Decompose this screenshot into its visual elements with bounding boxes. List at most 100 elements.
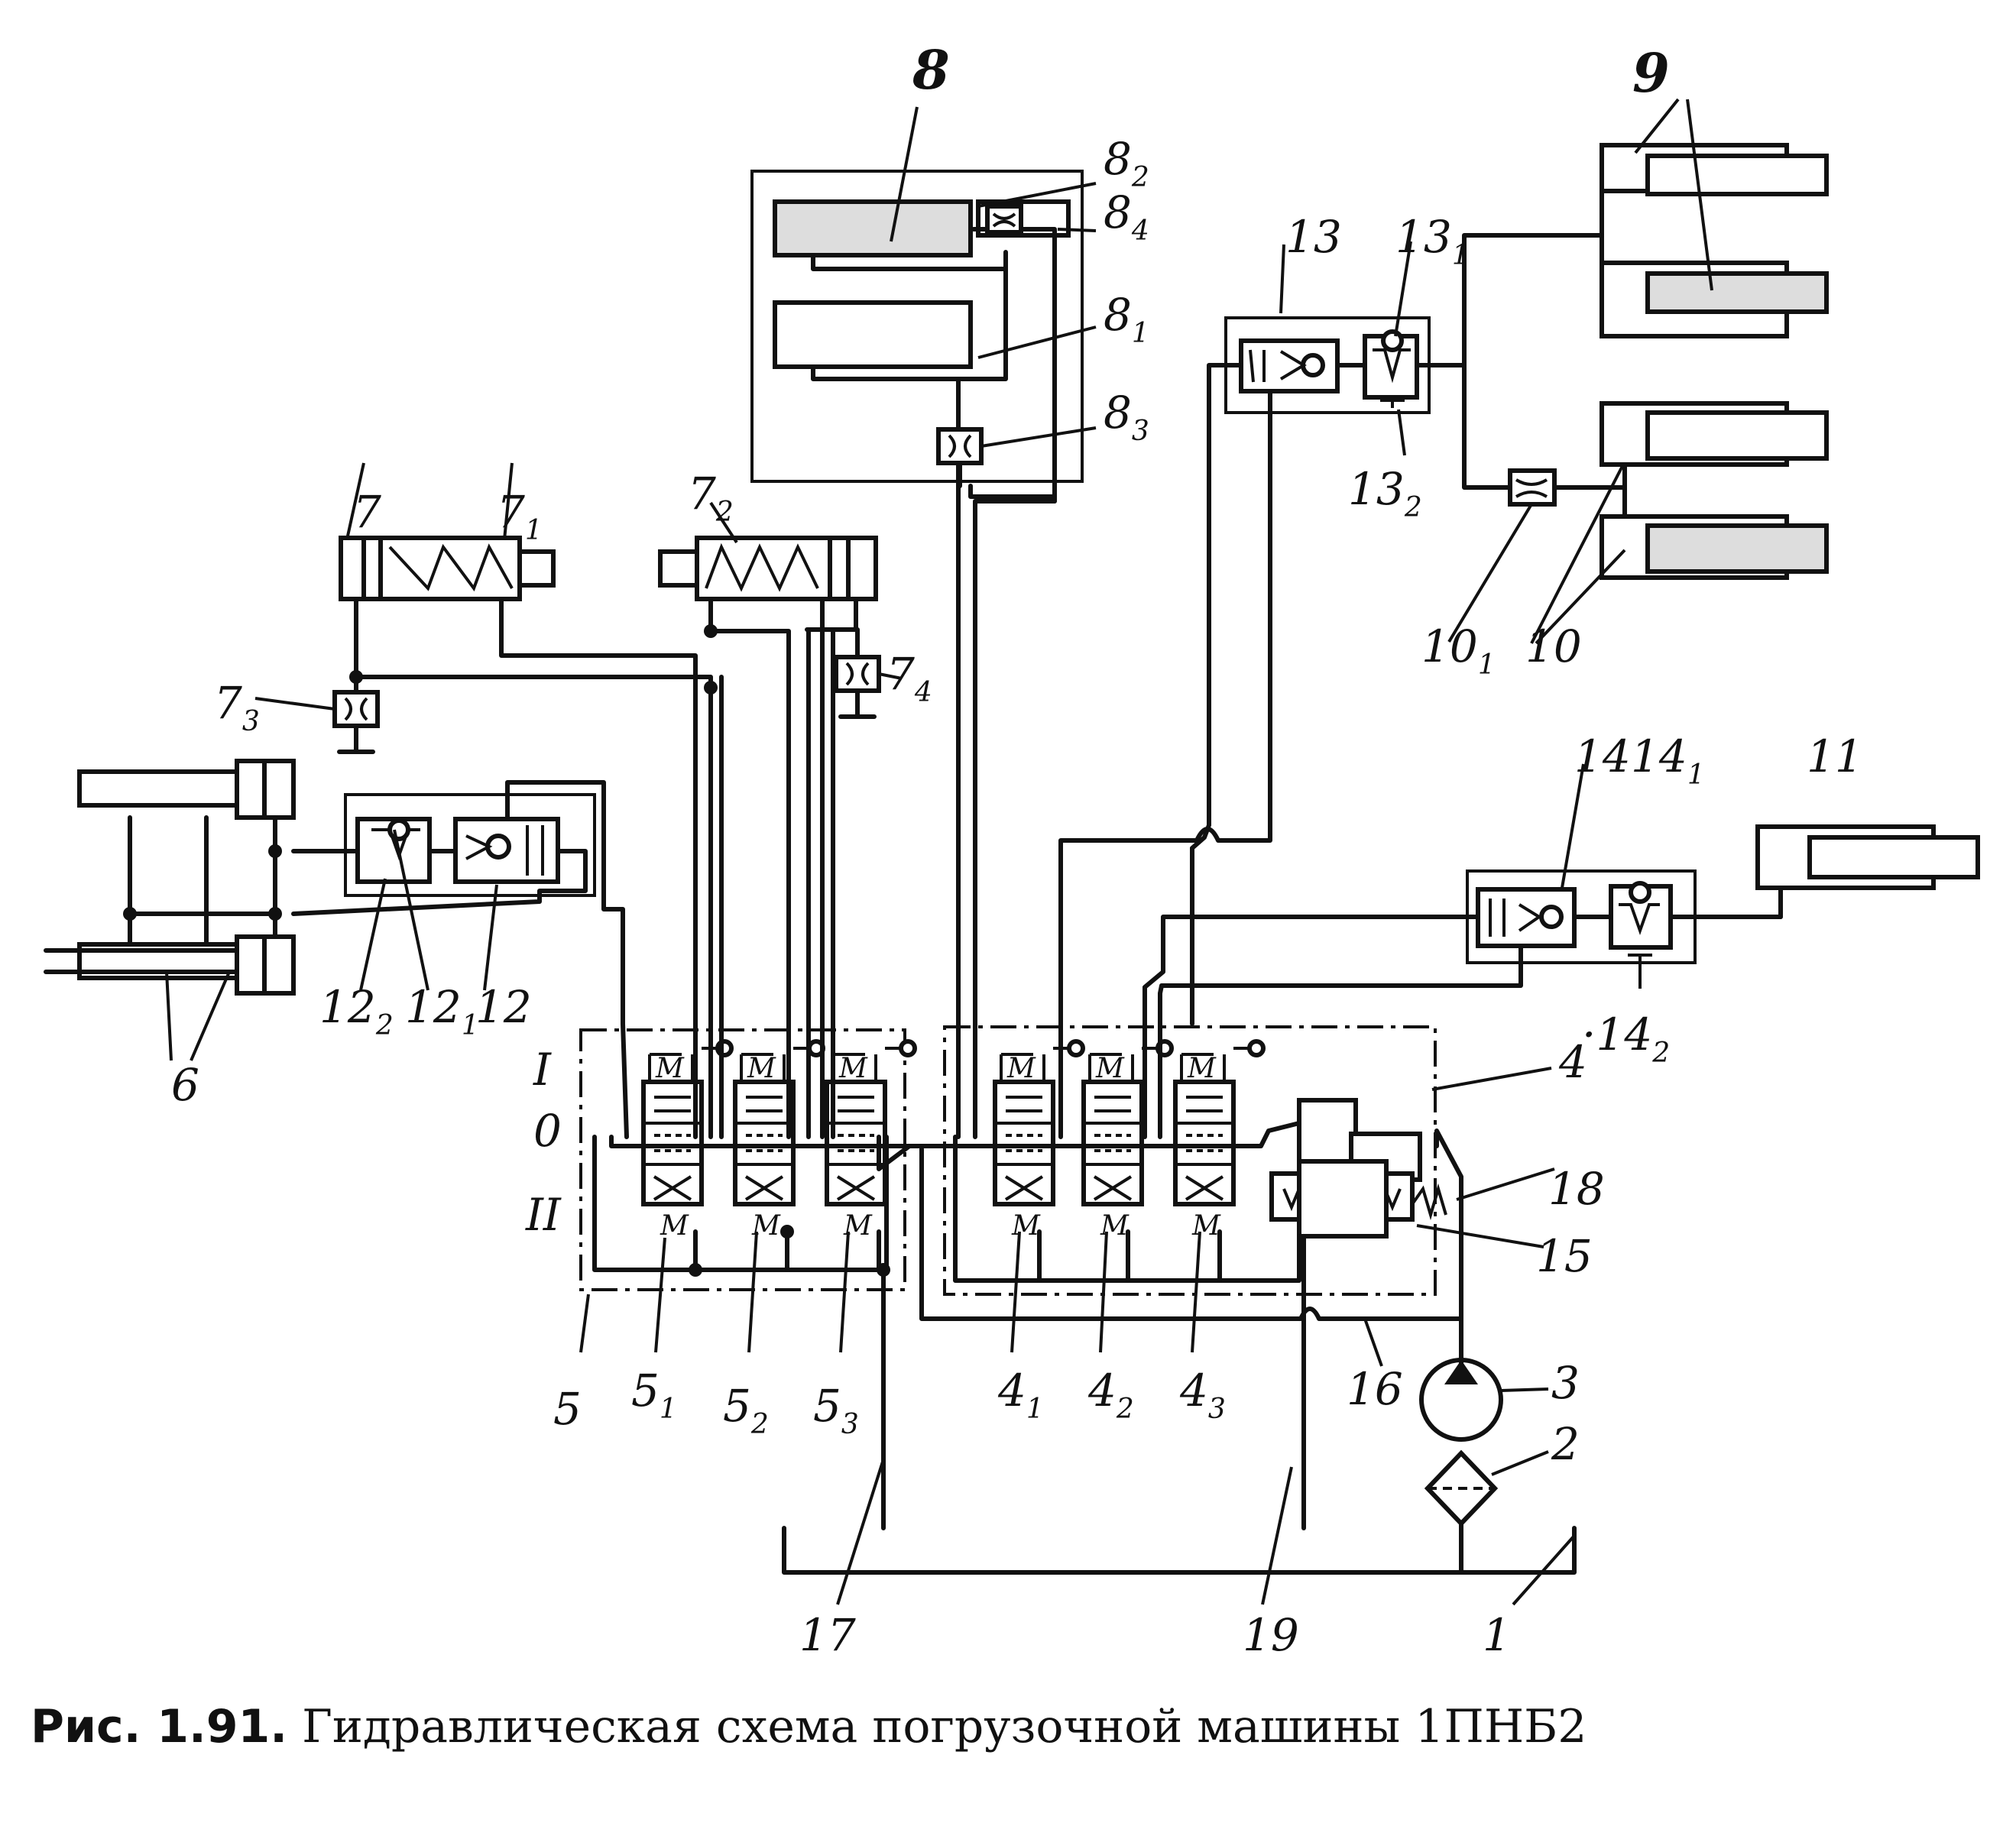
svg-text:M: M (1191, 1210, 1221, 1242)
label-main: 5 (813, 1380, 841, 1432)
spool-valve: MM (993, 1039, 1085, 1242)
cylinders-10 (1600, 401, 1829, 580)
leader-lines (165, 98, 1713, 1606)
label-6: 6 (171, 1059, 199, 1111)
label-main: 11 (1807, 730, 1863, 782)
caption-text: Гидравлическая схема погрузочной машины … (302, 1700, 1587, 1753)
throttle-7-3 (332, 675, 380, 754)
label-subscript: 1 (1026, 1394, 1044, 1425)
label-main: 19 (1243, 1609, 1299, 1661)
label-subscript: 2 (750, 1409, 769, 1440)
label-main: 8 (1104, 186, 1132, 238)
cylinder-7-2 (658, 536, 878, 1139)
label-subscript: 1 (462, 1010, 479, 1041)
label-4-1: 41 (997, 1365, 1044, 1425)
label-main: 13 (1285, 211, 1342, 263)
relief-valve (1269, 1098, 1447, 1239)
label-13: 13 (1285, 211, 1342, 263)
label-12: 12 (475, 981, 532, 1033)
label-main: 8 (1104, 133, 1132, 185)
label-subscript: 1 (525, 515, 543, 546)
link (877, 1135, 912, 1171)
label-12-1: 121 (405, 981, 479, 1041)
return-rail-5 (592, 1135, 889, 1272)
label-4-3: 43 (1179, 1365, 1226, 1425)
label-7-4: 74 (886, 648, 932, 708)
label-3: 3 (1551, 1357, 1580, 1409)
label-main: 14 (1631, 730, 1687, 782)
label-5-1: 51 (631, 1365, 677, 1425)
label-5-3: 53 (813, 1380, 859, 1440)
label-9: 9 (1632, 41, 1670, 105)
filter (1424, 1449, 1499, 1527)
label-subscript: 2 (1404, 492, 1422, 523)
label-14: 14 (1574, 730, 1631, 782)
label-main: 4 (997, 1365, 1026, 1417)
pressure-rail (609, 1121, 1301, 1148)
label-subscript: 1 (1687, 759, 1705, 791)
cylinder-group-8 (750, 170, 1084, 1139)
label-main: 6 (171, 1059, 199, 1111)
label-main: 10 (1525, 620, 1582, 672)
label-main: 12 (475, 981, 532, 1033)
drain-line-16 (919, 1147, 1463, 1321)
valve-block-5 (579, 1028, 906, 1291)
label-main: 8 (912, 38, 950, 102)
label-1: 1 (1483, 1609, 1511, 1661)
label-8: 8 (912, 38, 950, 102)
label-subscript: 1 (1452, 240, 1470, 271)
label-subscript: 2 (1116, 1394, 1134, 1425)
svg-text:M: M (838, 1053, 868, 1084)
label-main: 4 (1087, 1365, 1117, 1417)
label-subscript: 2 (1131, 162, 1149, 193)
label-14-1: 141 (1631, 730, 1705, 791)
label-subscript: 3 (841, 1409, 859, 1440)
label-main: 17 (799, 1609, 856, 1661)
label-main: 7 (886, 648, 915, 700)
label-main: 8 (1104, 289, 1132, 341)
caption-prefix: Рис. 1.91. (31, 1700, 288, 1753)
cylinders-6 (44, 759, 296, 996)
pump (1419, 1358, 1503, 1442)
label-12-2: 122 (319, 981, 394, 1041)
label-subscript: 3 (1208, 1394, 1226, 1425)
label-main: 2 (1551, 1418, 1580, 1470)
throttle-10-1 (1508, 468, 1557, 507)
label-8-3: 83 (1104, 387, 1149, 447)
label-II: II (525, 1189, 562, 1241)
svg-text:M: M (1011, 1210, 1041, 1242)
label-subscript: 2 (375, 1010, 394, 1041)
label-main: 9 (1632, 41, 1670, 105)
reservoir (782, 1526, 1577, 1575)
spool-valve: MM (825, 1039, 917, 1242)
lock-valve-12 (291, 780, 629, 1139)
label-8-1: 81 (1104, 289, 1149, 349)
label-main: 7 (688, 468, 716, 520)
label-14-2: ·142 (1582, 1009, 1670, 1069)
pressure-line (1434, 1128, 1463, 1365)
label-main: 4 (1558, 1036, 1587, 1088)
label-4-2: 42 (1087, 1365, 1134, 1425)
cylinders-9 (1600, 143, 1829, 338)
label-2: 2 (1551, 1418, 1580, 1470)
label-15: 15 (1536, 1230, 1593, 1282)
label-13-1: 131 (1395, 211, 1470, 271)
lock-valve-13 (1058, 316, 1467, 1139)
figure-caption: Рис. 1.91. Гидравлическая схема погрузоч… (31, 1700, 1587, 1753)
label-main: 14 (1574, 730, 1631, 782)
label-main: 8 (1104, 387, 1132, 439)
label-main: 15 (1536, 1230, 1593, 1282)
label-main: 16 (1347, 1363, 1403, 1415)
spool-valve: MM (641, 1039, 734, 1242)
label-main: 1 (1483, 1609, 1511, 1661)
label-subscript: 4 (1131, 215, 1149, 247)
label-subscript: 1 (1478, 649, 1496, 681)
label-7-2: 72 (688, 468, 734, 528)
svg-text:M: M (1187, 1053, 1217, 1084)
label-13-2: 132 (1348, 463, 1422, 523)
svg-text:M: M (1095, 1053, 1125, 1084)
label-0: 0 (533, 1105, 562, 1157)
label-7-1: 71 (497, 486, 543, 546)
label-11: 11 (1807, 730, 1863, 782)
